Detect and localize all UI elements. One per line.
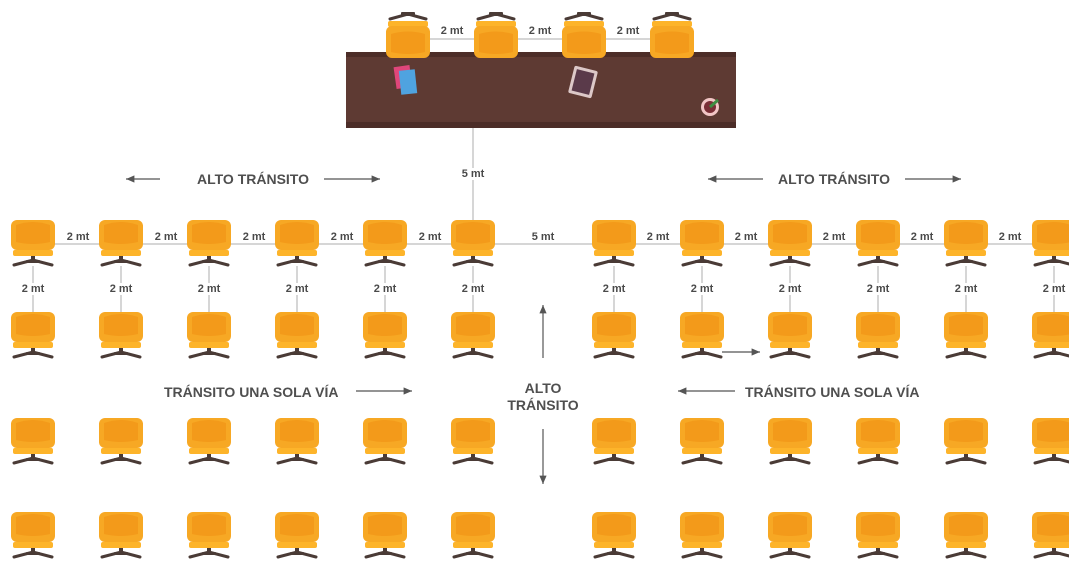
chair-icon xyxy=(386,12,430,58)
chair-icon xyxy=(562,12,606,58)
chair-icon xyxy=(363,312,407,359)
tablet-icon xyxy=(568,65,598,99)
column-gap-label: 2 mt xyxy=(327,231,357,243)
chair-icon xyxy=(363,220,407,267)
high-traffic-center-line1: ALTO xyxy=(524,380,562,396)
row-gap-label: 2 mt xyxy=(687,283,717,295)
row-gap-label: 2 mt xyxy=(775,283,805,295)
high-traffic-center-label: ALTO TRÁNSITO xyxy=(507,380,578,414)
column-gap-label: 2 mt xyxy=(63,231,93,243)
chair-icon xyxy=(680,512,724,559)
chair-icon xyxy=(275,418,319,465)
aisle-gap-label: 5 mt xyxy=(528,231,558,243)
chair-icon xyxy=(451,220,495,267)
chair-icon xyxy=(1032,220,1069,267)
one-way-left-label: TRÁNSITO UNA SOLA VÍA xyxy=(164,384,339,400)
high-traffic-center-line2: TRÁNSITO xyxy=(507,397,579,413)
chair-icon xyxy=(99,312,143,359)
chair-icon xyxy=(768,312,812,359)
chair-icon xyxy=(768,418,812,465)
row-gap-label: 2 mt xyxy=(599,283,629,295)
chair-icon xyxy=(363,418,407,465)
row-gap-label: 2 mt xyxy=(1039,283,1069,295)
row-gap-label: 2 mt xyxy=(370,283,400,295)
plant-cup-icon xyxy=(701,98,719,116)
teacher-desk xyxy=(346,52,736,128)
chair-icon xyxy=(187,312,231,359)
chair-icon xyxy=(592,312,636,359)
chair-icon xyxy=(944,220,988,267)
chair-icon xyxy=(11,312,55,359)
front-gap-label-3: 2 mt xyxy=(613,25,643,37)
chair-icon xyxy=(856,220,900,267)
chair-icon xyxy=(363,512,407,559)
chair-icon xyxy=(451,312,495,359)
chair-icon xyxy=(680,418,724,465)
chair-icon xyxy=(856,418,900,465)
desk-distance-label: 5 mt xyxy=(458,168,488,180)
chair-icon xyxy=(650,12,694,58)
chair-icon xyxy=(474,12,518,58)
chair-icon xyxy=(99,418,143,465)
column-gap-label: 2 mt xyxy=(239,231,269,243)
chair-icon xyxy=(275,512,319,559)
column-gap-label: 2 mt xyxy=(731,231,761,243)
high-traffic-right-label: ALTO TRÁNSITO xyxy=(778,171,890,187)
high-traffic-left-label: ALTO TRÁNSITO xyxy=(197,171,309,187)
chair-icon xyxy=(1032,512,1069,559)
chair-icon xyxy=(944,512,988,559)
column-gap-label: 2 mt xyxy=(415,231,445,243)
chair-icon xyxy=(592,220,636,267)
row-gap-label: 2 mt xyxy=(458,283,488,295)
chair-icon xyxy=(99,220,143,267)
chair-icon xyxy=(11,220,55,267)
column-gap-label: 2 mt xyxy=(995,231,1025,243)
chair-icon xyxy=(856,512,900,559)
chair-icon xyxy=(592,418,636,465)
column-gap-label: 2 mt xyxy=(819,231,849,243)
chair-icon xyxy=(1032,418,1069,465)
chair-icon xyxy=(768,512,812,559)
books-icon xyxy=(393,64,418,95)
chair-icon xyxy=(856,312,900,359)
column-gap-label: 2 mt xyxy=(151,231,181,243)
chair-icon xyxy=(680,220,724,267)
chair-icon xyxy=(11,418,55,465)
row-gap-label: 2 mt xyxy=(863,283,893,295)
chair-icon xyxy=(11,512,55,559)
column-gap-label: 2 mt xyxy=(907,231,937,243)
chair-icon xyxy=(99,512,143,559)
front-gap-label-1: 2 mt xyxy=(437,25,467,37)
chair-icon xyxy=(592,512,636,559)
column-gap-label: 2 mt xyxy=(643,231,673,243)
row-gap-label: 2 mt xyxy=(282,283,312,295)
chair-icon xyxy=(451,418,495,465)
chair-icon xyxy=(275,220,319,267)
row-gap-label: 2 mt xyxy=(18,283,48,295)
chair-icon xyxy=(451,512,495,559)
row-gap-label: 2 mt xyxy=(106,283,136,295)
chair-icon xyxy=(187,220,231,267)
chair-icon xyxy=(275,312,319,359)
chair-icon xyxy=(944,418,988,465)
chair-icon xyxy=(768,220,812,267)
chair-icon xyxy=(944,312,988,359)
row-gap-label: 2 mt xyxy=(951,283,981,295)
chair-icon xyxy=(187,512,231,559)
chair-icon xyxy=(1032,312,1069,359)
one-way-right-label: TRÁNSITO UNA SOLA VÍA xyxy=(745,384,920,400)
front-gap-label-2: 2 mt xyxy=(525,25,555,37)
chair-icon xyxy=(187,418,231,465)
chair-icon xyxy=(680,312,724,359)
row-gap-label: 2 mt xyxy=(194,283,224,295)
